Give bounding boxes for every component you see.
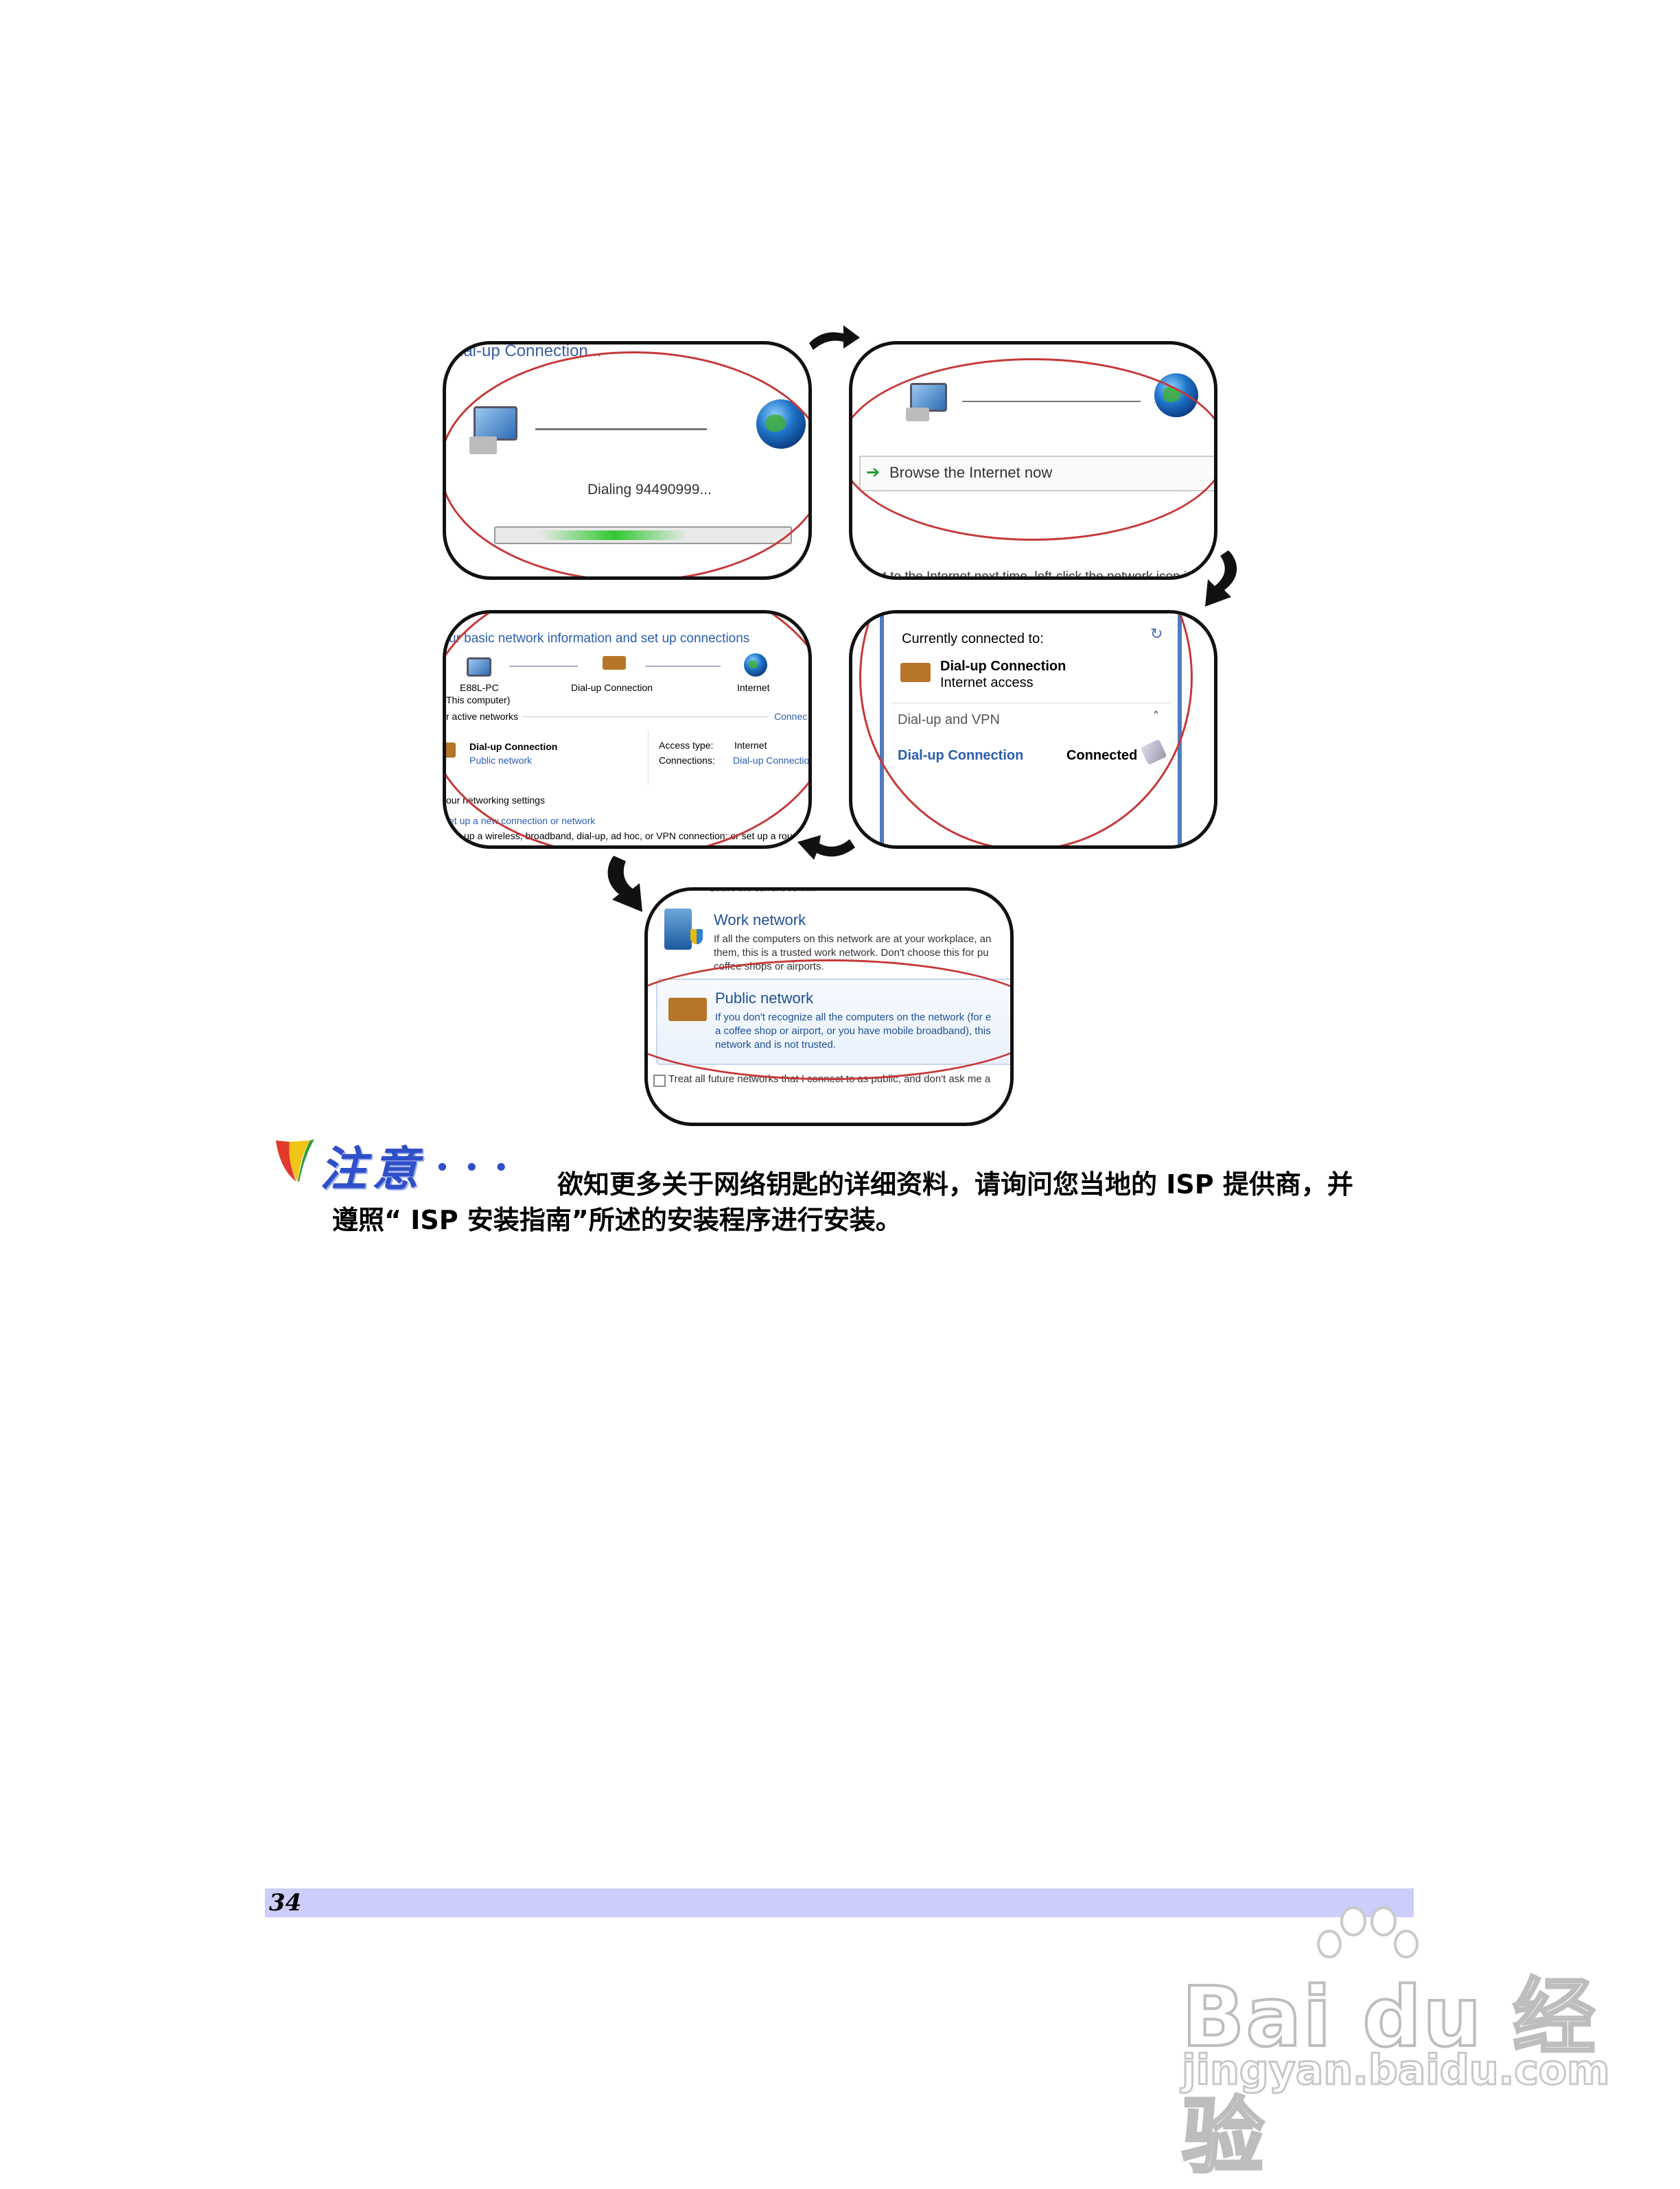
computer-base — [906, 408, 929, 421]
work-network-desc-1: If all the computers on this network are… — [714, 933, 992, 945]
bench-icon-small — [446, 742, 456, 758]
work-network-title[interactable]: Work network — [714, 911, 806, 928]
dialing-window-title: ial-up Connection... — [460, 342, 602, 360]
connections-value[interactable]: Dial-up Connectio — [733, 755, 810, 766]
dialing-screenshot-panel: ial-up Connection... Dialing 94490999... — [443, 341, 812, 580]
globe-icon — [744, 653, 767, 677]
paw-logo-icon — [1307, 1906, 1419, 2009]
work-network-desc-2: them, this is a trusted work network. Do… — [714, 947, 989, 959]
access-type-label: Access type: — [659, 740, 714, 751]
work-network-icon — [664, 909, 692, 950]
connect-hint-text: nect to the Internet next time, left-cli… — [862, 570, 1187, 580]
note-heading: 注意 — [320, 1142, 425, 1197]
vertical-divider — [648, 730, 649, 785]
arrow-left-icon — [796, 820, 858, 861]
arrow-down-right-icon — [1193, 549, 1245, 611]
computer-base — [469, 436, 497, 454]
shield-icon — [690, 929, 703, 944]
dialing-status: Dialing 94490999... — [587, 482, 712, 498]
note-paragraph: 欲知更多关于网络钥匙的详细资料，请询问您当地的 ISP 提供商，并 遵照“ IS… — [332, 1167, 1416, 1238]
connection-line-2 — [645, 666, 721, 667]
computer-icon — [467, 657, 491, 677]
current-connection-access: Internet access — [940, 675, 1034, 690]
arrow-down-left-icon — [604, 854, 652, 916]
arrow-right-icon — [806, 323, 861, 353]
bench-icon — [668, 998, 707, 1021]
page-number: 34 — [269, 1889, 302, 1917]
flyout-window: Currently connected to: ↻ Dial-up Connec… — [880, 613, 1182, 845]
globe-icon — [756, 399, 806, 449]
note-line-2: 遵照“ ISP 安装指南”所述的安装程序进行安装。 — [332, 1205, 902, 1235]
connection-flyout-screenshot-panel: Currently connected to: ↻ Dial-up Connec… — [849, 610, 1217, 849]
network-info-header: ur basic network information and set up … — [449, 631, 750, 646]
network-location-screenshot-panel: Leave the current conn... Work network I… — [644, 887, 1014, 1126]
treat-public-checkbox[interactable] — [653, 1075, 666, 1087]
node-connection-label: Dial-up Connection — [571, 682, 653, 693]
current-connection-name: Dial-up Connection — [940, 659, 1066, 674]
dialup-item-name[interactable]: Dial-up Connection — [898, 748, 1024, 763]
highlight-ellipse — [446, 351, 808, 576]
connection-line — [535, 428, 707, 430]
public-network-desc-1: If you don't recognize all the computers… — [715, 1011, 992, 1023]
note-graphic: 注意 ... — [272, 1131, 533, 1197]
note-line-1: 欲知更多关于网络钥匙的详细资料，请询问您当地的 ISP 提供商，并 — [557, 1169, 1353, 1199]
active-networks-label: r active networks — [446, 711, 519, 722]
network-center-screenshot-panel: ur basic network information and set up … — [443, 610, 812, 849]
globe-icon — [1154, 373, 1198, 417]
public-network-option[interactable]: Public network If you don't recognize al… — [656, 979, 1010, 1065]
node-pc-sublabel: This computer) — [446, 694, 511, 705]
currently-connected-label: Currently connected to: — [902, 631, 1044, 646]
watermark-url: jingyan.baidu.com — [1181, 2046, 1611, 2096]
dialup-vpn-section: Dial-up and VPN — [898, 712, 1000, 727]
node-pc-label: E88L-PC — [460, 682, 499, 693]
refresh-icon[interactable]: ↻ — [1150, 626, 1163, 643]
networking-settings-label: our networking settings — [446, 795, 545, 806]
section-divider — [522, 716, 769, 717]
work-network-desc-3: coffee shops or airports. — [714, 961, 824, 972]
bench-icon — [603, 656, 626, 670]
watermark-brand: Bai du 经验 — [1180, 1969, 1597, 2186]
browse-internet-link[interactable]: Browse the Internet now — [889, 464, 1053, 481]
treat-public-label: Treat all future networks that I connect… — [668, 1073, 991, 1085]
public-network-title[interactable]: Public network — [715, 990, 814, 1007]
public-network-desc-3: network and is not trusted. — [715, 1039, 836, 1051]
dialing-progress-fill — [539, 530, 688, 540]
connection-line-1 — [509, 666, 578, 667]
collapse-chevron-icon[interactable]: ˄ — [1153, 710, 1159, 724]
dialup-item-status: Connected — [1066, 748, 1138, 763]
note-dots: ... — [435, 1132, 524, 1180]
active-connection-type[interactable]: Public network — [469, 755, 533, 766]
node-internet-label: Internet — [737, 682, 770, 693]
modem-icon — [1140, 738, 1167, 766]
public-network-desc-2: a coffee shop or airport, or you have mo… — [715, 1025, 991, 1037]
dialing-progress-bar — [494, 526, 792, 544]
connections-label: Connections: — [659, 755, 715, 766]
bench-icon — [900, 663, 931, 682]
access-type-value: Internet — [734, 740, 767, 751]
browse-option-box[interactable]: ➔ Browse the Internet now — [859, 456, 1214, 491]
connection-line — [962, 401, 1141, 402]
setup-connection-desc: up a wireless, broadband, dial-up, ad ho… — [464, 830, 793, 841]
active-connection-name: Dial-up Connection — [469, 741, 558, 752]
note-swoosh-icon — [276, 1139, 314, 1182]
green-arrow-icon: ➔ — [866, 463, 880, 482]
connect-link[interactable]: Connec — [774, 711, 808, 722]
location-top-cut: Leave the current conn... — [710, 887, 816, 893]
setup-connection-link[interactable]: et up a new connection or network — [449, 815, 596, 826]
connected-screenshot-panel: ➔ Browse the Internet now nect to the In… — [849, 341, 1217, 580]
footer-bar — [265, 1888, 1414, 1917]
computer-icon — [474, 406, 517, 441]
